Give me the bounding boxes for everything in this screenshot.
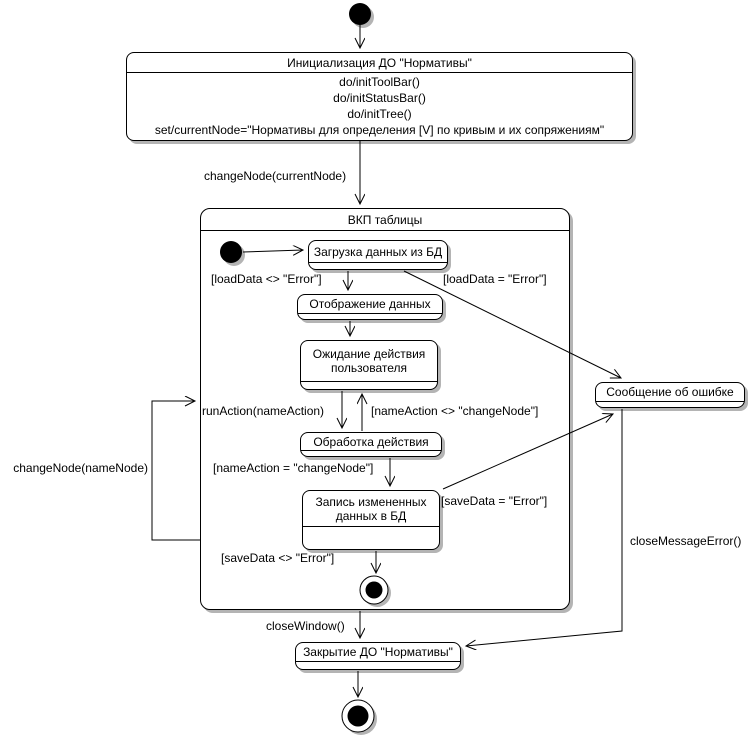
state-title: Обработка действия (301, 433, 441, 451)
label-load-data-ok: [loadData <> "Error"] (211, 272, 322, 286)
state-title-line: пользователя (331, 361, 407, 375)
state-title: Отображение данных (298, 295, 442, 314)
final-state-icon (341, 699, 377, 735)
label-change-node-current: changeNode(currentNode) (204, 169, 347, 183)
label-name-action-not-change: [nameAction <> "changeNode"] (371, 404, 539, 418)
label-load-data-error: [loadData = "Error"] (443, 272, 547, 286)
state-save-data: Запись измененных данных в БД (302, 490, 440, 550)
state-action-line: do/initTree() (347, 107, 412, 121)
label-close-message-error: closeMessageError() (630, 534, 742, 548)
state-title-line: Запись измененных (315, 494, 427, 509)
state-title: Загрузка данных из БД (309, 241, 447, 263)
label-change-node-name: changeNode(nameNode) (13, 461, 148, 475)
state-title: Инициализация ДО "Нормативы" (127, 53, 632, 73)
state-title: Закрытие ДО "Нормативы" (296, 643, 460, 662)
state-display-data: Отображение данных (297, 294, 443, 320)
state-action-line: set/currentNode="Нормативы для определен… (154, 123, 605, 137)
state-title: ВКП таблицы (201, 209, 569, 231)
state-title: Сообщение об ошибке (596, 383, 744, 402)
state-close-do-normativy: Закрытие ДО "Нормативы" (295, 642, 461, 670)
edge-vkp-self-loop (151, 401, 200, 541)
state-title: Ожидание действия пользователя (301, 341, 437, 382)
state-action-line: do/initToolBar() (339, 75, 420, 89)
state-action-line: do/initStatusBar() (333, 91, 426, 105)
label-name-action-change: [nameAction = "changeNode"] (213, 461, 374, 475)
label-run-action: runAction(nameAction) (202, 404, 325, 418)
state-wait-user-action: Ожидание действия пользователя (300, 340, 438, 390)
state-actions: do/initToolBar() do/initStatusBar() do/i… (127, 73, 632, 138)
state-title-line: данных в БД (335, 508, 407, 523)
state-load-data: Загрузка данных из БД (308, 240, 448, 270)
label-save-data-error: [saveData = "Error"] (441, 494, 548, 508)
state-title-line: Ожидание действия (312, 347, 426, 361)
state-process-action: Обработка действия (300, 432, 442, 457)
initial-state-icon (349, 3, 374, 28)
label-close-window: closeWindow() (266, 619, 345, 633)
state-init-do-normativy: Инициализация ДО "Нормативы" do/initTool… (126, 52, 633, 141)
label-save-data-ok: [saveData <> "Error"] (221, 551, 335, 565)
state-error-message: Сообщение об ошибке (595, 382, 745, 408)
state-title: Запись измененных данных в БД (303, 491, 439, 527)
